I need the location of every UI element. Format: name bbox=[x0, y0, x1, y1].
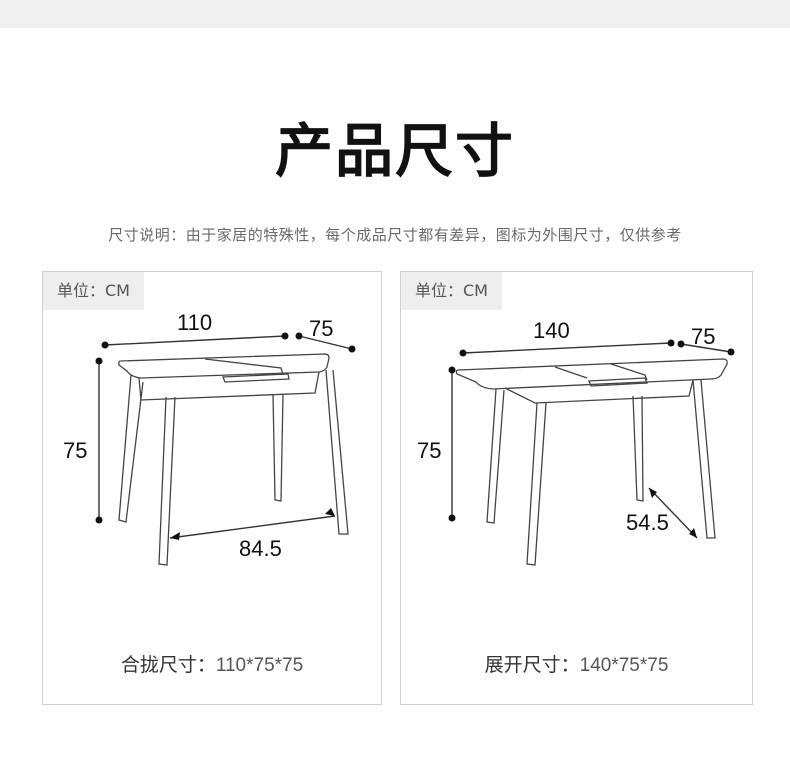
inner-dim-line bbox=[648, 487, 698, 539]
width-dim-line bbox=[680, 343, 732, 353]
page-title: 产品尺寸 bbox=[274, 117, 515, 185]
apron bbox=[138, 371, 320, 401]
inner-size-label: 84.5 bbox=[239, 536, 282, 561]
extended-size-caption: 展开尺寸：140*75*75 bbox=[401, 650, 752, 677]
inner-dim-line bbox=[169, 515, 336, 539]
inner-size-label: 54.5 bbox=[626, 510, 669, 535]
length-dim-line bbox=[462, 342, 672, 354]
width-label: 75 bbox=[309, 316, 333, 341]
caption-label: 合拢尺寸： bbox=[120, 654, 216, 676]
height-label: 75 bbox=[417, 438, 441, 463]
arrow-head bbox=[170, 532, 180, 540]
extension-leaf bbox=[222, 373, 290, 383]
size-note: 尺寸说明：由于家居的特殊性，每个成品尺寸都有差异，图标为外围尺寸，仅供参考 bbox=[108, 226, 682, 244]
leg-back-right bbox=[272, 393, 284, 502]
dim-dot bbox=[448, 514, 456, 522]
length-label: 140 bbox=[533, 318, 570, 343]
caption-label: 展开尺寸： bbox=[484, 654, 580, 676]
width-dim-line bbox=[298, 335, 353, 350]
leg-back-left bbox=[526, 402, 547, 566]
leg-front-left bbox=[486, 388, 505, 524]
leg-front-right bbox=[325, 369, 349, 535]
dim-dot bbox=[348, 345, 356, 353]
extension-leaf bbox=[588, 377, 648, 387]
caption-value: 110*75*75 bbox=[215, 655, 304, 676]
length-dim-line bbox=[104, 335, 286, 346]
unit-label: 单位：CM bbox=[43, 272, 144, 310]
apron bbox=[504, 379, 694, 404]
arrow-head bbox=[325, 508, 335, 516]
top-seam bbox=[204, 358, 284, 376]
table-top bbox=[455, 358, 728, 390]
height-label: 75 bbox=[63, 438, 87, 463]
dim-dot bbox=[295, 332, 303, 340]
closed-size-caption: 合拢尺寸：110*75*75 bbox=[43, 650, 381, 677]
dim-dot bbox=[677, 340, 685, 348]
leg-front-right bbox=[692, 379, 716, 539]
leg-back-left bbox=[158, 396, 176, 566]
table-top bbox=[118, 353, 330, 379]
dim-dot bbox=[727, 348, 735, 356]
top-seam bbox=[554, 366, 588, 379]
dim-dot bbox=[448, 366, 456, 374]
dim-dot bbox=[667, 339, 675, 347]
dim-dot bbox=[95, 516, 103, 524]
leg-front-left bbox=[118, 374, 144, 523]
unit-label: 单位：CM bbox=[401, 272, 502, 310]
top-band bbox=[0, 0, 790, 28]
dim-dot bbox=[459, 349, 467, 357]
arrow-head bbox=[689, 528, 697, 538]
extended-size-panel: 单位：CM 140 7 bbox=[400, 271, 753, 705]
width-label: 75 bbox=[691, 324, 715, 349]
extended-table-diagram: 140 75 75 54.5 bbox=[417, 318, 735, 566]
length-label: 110 bbox=[177, 310, 212, 335]
arrow-head bbox=[649, 488, 657, 498]
leg-back-right bbox=[632, 395, 644, 502]
dim-dot bbox=[95, 357, 103, 365]
dim-dot bbox=[281, 332, 289, 340]
closed-table-diagram: 110 75 75 84.5 bbox=[63, 310, 356, 566]
top-seam bbox=[610, 363, 648, 381]
dim-dot bbox=[101, 341, 109, 349]
closed-size-panel: 单位：CM bbox=[42, 271, 382, 705]
caption-value: 140*75*75 bbox=[579, 655, 669, 676]
